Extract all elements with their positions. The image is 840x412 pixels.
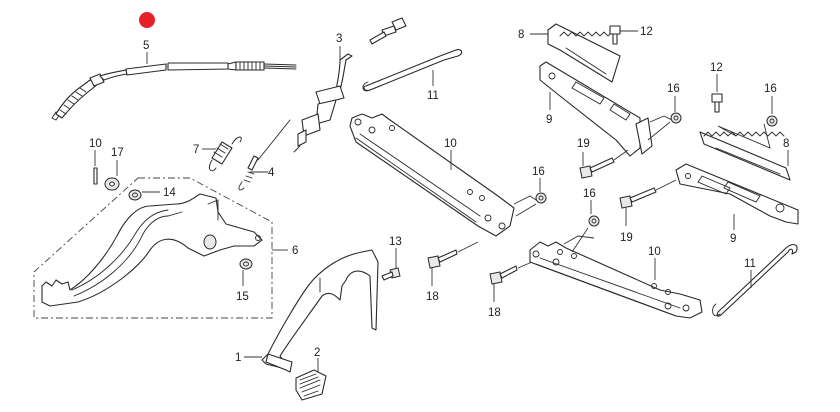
part-bracket-9-lower[interactable] xyxy=(675,163,799,225)
part-flange-bolt-19-upper[interactable] xyxy=(579,157,615,179)
leader-line xyxy=(647,115,673,141)
part-hook-rod-lower[interactable] xyxy=(712,243,798,317)
part-flange-bolt-19-lower[interactable] xyxy=(619,187,657,209)
part-nut-16-b[interactable] xyxy=(766,115,778,127)
callout-16b[interactable]: 16 xyxy=(764,83,777,95)
callout-16[interactable]: 16 xyxy=(667,83,680,95)
callout-17[interactable]: 10 xyxy=(89,138,102,150)
callout-4[interactable]: 4 xyxy=(268,167,275,179)
callout-16c[interactable]: 16 xyxy=(532,166,545,178)
leader-line xyxy=(513,195,537,217)
part-stop-switch[interactable] xyxy=(293,17,407,153)
callout-11b[interactable]: 11 xyxy=(744,258,756,270)
leader-line xyxy=(613,149,629,161)
part-nut-16-c[interactable] xyxy=(535,192,547,204)
callout-1[interactable]: 1 xyxy=(235,352,241,364)
callout-7[interactable]: 7 xyxy=(193,144,199,156)
part-shift-pedal[interactable] xyxy=(261,249,379,373)
assembly-boundary xyxy=(33,177,273,319)
part-nut-16-d[interactable] xyxy=(588,215,600,227)
part-nut-16-a[interactable] xyxy=(670,112,682,124)
part-footpeg-upper[interactable] xyxy=(547,23,621,83)
callout-11[interactable]: 11 xyxy=(427,90,439,102)
callout-10[interactable]: 10 xyxy=(444,138,457,150)
leader-line xyxy=(717,123,771,149)
callout-9[interactable]: 9 xyxy=(546,114,552,126)
part-bolt-12-lower[interactable] xyxy=(711,93,723,113)
callout-3[interactable]: 3 xyxy=(336,33,342,45)
callout-6[interactable]: 6 xyxy=(292,245,298,257)
part-switch-spring[interactable] xyxy=(238,119,291,191)
callout-2[interactable]: 2 xyxy=(314,347,320,359)
leader-line xyxy=(457,241,479,253)
callout-8b[interactable]: 8 xyxy=(783,138,789,150)
part-hook-rod-upper[interactable] xyxy=(362,49,463,92)
part-footrest-arm-upper[interactable] xyxy=(349,113,515,237)
part-return-spring[interactable] xyxy=(209,136,242,172)
callout-12b[interactable]: 12 xyxy=(710,62,723,74)
part-bolt-13[interactable] xyxy=(381,267,401,281)
leader-line xyxy=(563,227,595,253)
callout-12[interactable]: 12 xyxy=(640,26,653,38)
part-dust-seal-b[interactable] xyxy=(239,258,253,270)
part-footrest-arm-lower[interactable] xyxy=(529,241,703,319)
part-dust-seal-a[interactable] xyxy=(128,189,142,201)
part-flange-bolt-18-a[interactable] xyxy=(427,249,458,269)
callout-19[interactable]: 19 xyxy=(577,138,590,150)
part-footpeg-lower[interactable] xyxy=(699,131,791,181)
part-bolt-12-upper[interactable] xyxy=(609,25,621,45)
part-brake-cable[interactable] xyxy=(51,61,297,121)
callout-16d[interactable]: 16 xyxy=(583,188,596,200)
part-bracket-9-upper[interactable] xyxy=(539,61,653,157)
part-brake-pedal[interactable] xyxy=(41,193,263,307)
selected-part-marker xyxy=(139,12,155,28)
callout-15[interactable]: 14 xyxy=(163,187,176,199)
callout-19b[interactable]: 19 xyxy=(620,232,633,244)
callout-18[interactable]: 18 xyxy=(426,291,439,303)
callout-10b[interactable]: 10 xyxy=(648,246,661,258)
callout-14[interactable]: 17 xyxy=(111,147,124,159)
part-flange-bolt-18-b[interactable] xyxy=(489,265,518,285)
part-pedal-rubber[interactable] xyxy=(295,369,327,401)
callout-8[interactable]: 8 xyxy=(518,29,524,41)
callout-13[interactable]: 13 xyxy=(389,236,402,248)
callout-15b[interactable]: 15 xyxy=(236,291,249,303)
callout-9b[interactable]: 9 xyxy=(730,233,736,245)
leader-line xyxy=(517,261,533,269)
leader-line xyxy=(655,179,677,191)
part-washer[interactable] xyxy=(104,177,120,191)
part-cotter-pin[interactable] xyxy=(93,167,98,185)
callout-18b[interactable]: 18 xyxy=(488,307,501,319)
callout-5[interactable]: 5 xyxy=(143,40,149,52)
